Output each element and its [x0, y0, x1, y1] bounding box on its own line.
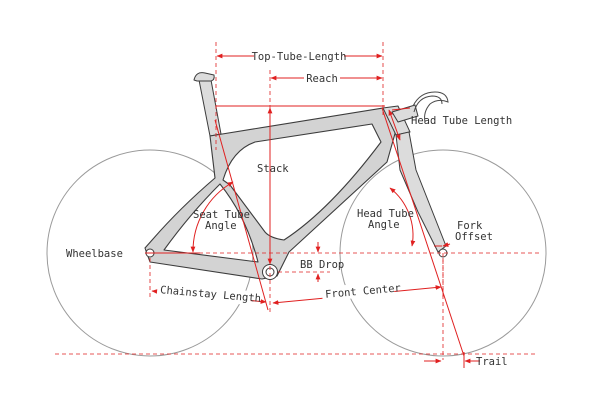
top-tube-length-label: Top-Tube-Length	[252, 51, 347, 63]
bb-drop-label: BB Drop	[300, 259, 344, 271]
seat-tube-line	[214, 119, 269, 311]
fork-offset-label-line1: Fork	[457, 220, 483, 232]
head-tube-angle-arc	[389, 187, 416, 247]
front-center-label: Front Center	[325, 282, 402, 301]
head-tube-length-line	[388, 109, 401, 141]
stack-label: Stack	[257, 163, 289, 175]
rear-wheel	[46, 149, 254, 357]
saddle-clamp	[193, 72, 215, 82]
seat-tube-angle-arc	[190, 181, 234, 253]
fork-offset-arrow	[442, 242, 451, 247]
seat-tube-angle-label-line1: Seat Tube	[193, 209, 250, 221]
chainstay-length-label: Chainstay Length	[160, 284, 262, 305]
head-tube-length-label: Head Tube Length	[411, 115, 512, 127]
reach-label: Reach	[306, 73, 338, 85]
steering-axis-line	[381, 107, 465, 357]
wheelbase-label: Wheelbase	[66, 248, 123, 260]
head-tube-angle-label-line2: Angle	[368, 219, 400, 231]
fork-offset-label-line2: Offset	[455, 231, 493, 243]
handlebar	[412, 91, 449, 123]
head-tube-angle-label-line1: Head Tube	[357, 208, 414, 220]
trail-label: Trail	[476, 356, 508, 368]
seat-tube-angle-label-line2: Angle	[205, 220, 237, 232]
